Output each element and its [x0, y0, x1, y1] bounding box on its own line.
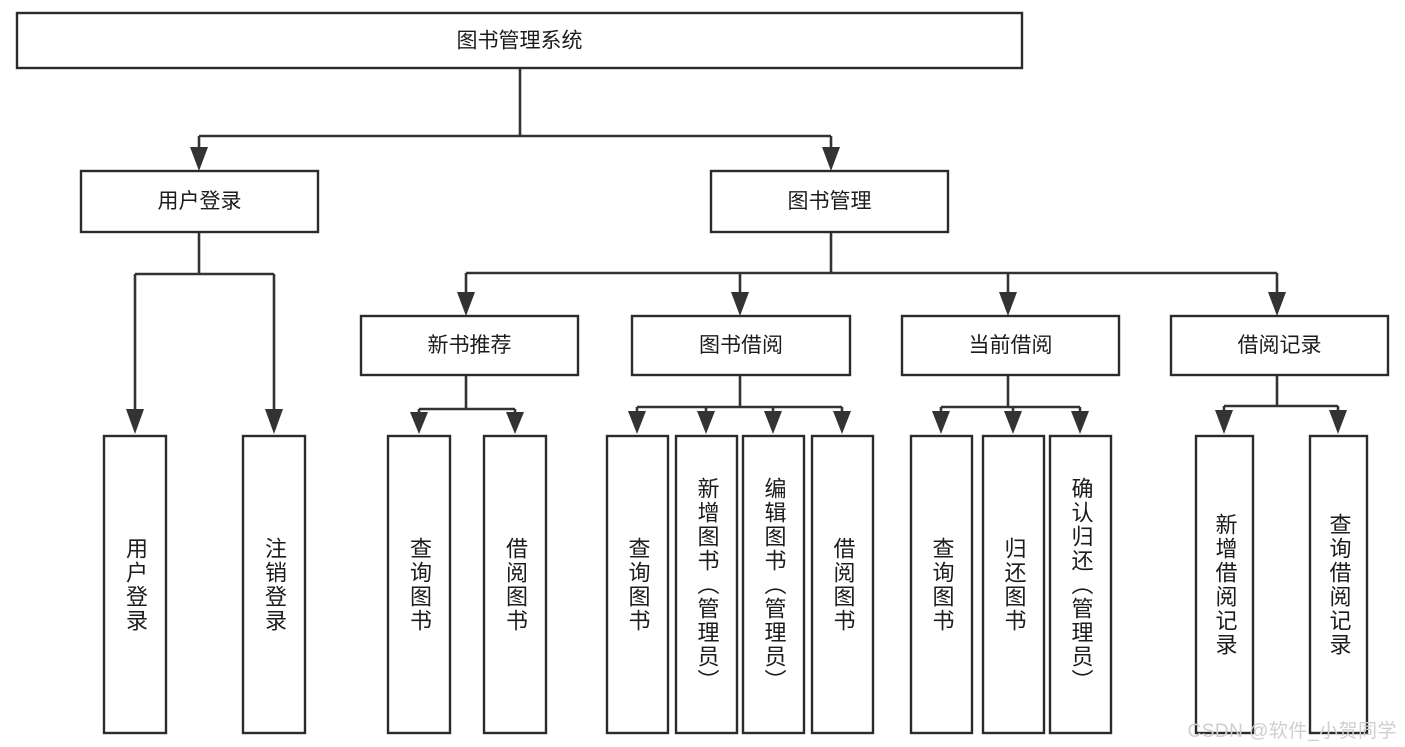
arrow-head-leaf-logout-login	[265, 409, 283, 434]
arrow-head-user-login	[190, 147, 208, 171]
node-user-login-label: 用户登录	[158, 190, 242, 213]
node-leaf-user-login-box[interactable]	[102, 434, 168, 735]
node-current-borrow-box[interactable]	[900, 314, 1121, 377]
arrow-head-leaf-add-borrow-record	[1215, 410, 1233, 434]
leaf-node-layer	[102, 434, 1369, 735]
node-book-management-box[interactable]	[709, 169, 950, 234]
node-root[interactable]: 图书管理系统	[15, 11, 1024, 70]
arrow-head-leaf-return-book	[1004, 411, 1022, 434]
arrow-head-book-borrow	[731, 292, 749, 316]
arrow-head-leaf-borrow-book-recommend	[506, 412, 524, 434]
node-borrow-records-label: 借阅记录	[1238, 334, 1322, 357]
node-book-management-label: 图书管理	[788, 190, 872, 213]
node-leaf-query-book-current-box[interactable]	[909, 434, 974, 735]
node-current-borrow-label: 当前借阅	[969, 334, 1053, 357]
node-borrow-records[interactable]: 借阅记录	[1169, 314, 1390, 377]
arrow-head-leaf-query-book-recommend	[410, 412, 428, 434]
node-leaf-logout-login-box[interactable]	[241, 434, 307, 735]
node-layer: 图书管理系统 用户登录 图书管理 新书推荐 图书借阅 当前	[15, 11, 1390, 735]
node-leaf-add-book-admin-box[interactable]	[674, 434, 739, 735]
node-user-login[interactable]: 用户登录	[79, 169, 320, 234]
node-user-login-box[interactable]	[79, 169, 320, 234]
node-leaf-edit-book-admin-box[interactable]	[741, 434, 806, 735]
node-leaf-query-book-recommend-box[interactable]	[386, 434, 452, 735]
node-borrow-records-box[interactable]	[1169, 314, 1390, 377]
node-leaf-borrow-book-box[interactable]	[810, 434, 875, 735]
connector-layer	[126, 68, 1347, 434]
node-book-borrow-box[interactable]	[630, 314, 852, 377]
node-current-borrow[interactable]: 当前借阅	[900, 314, 1121, 377]
arrow-head-book-management	[822, 147, 840, 171]
arrow-head-leaf-edit-book-admin	[764, 411, 782, 434]
node-leaf-return-book-box[interactable]	[981, 434, 1046, 735]
arrow-head-new-book-recommend	[457, 292, 475, 316]
node-leaf-query-borrow-record-box[interactable]	[1308, 434, 1369, 735]
node-book-borrow[interactable]: 图书借阅	[630, 314, 852, 377]
arrow-head-leaf-query-book-current	[932, 411, 950, 434]
csdn-watermark: CSDN @软件_小贺同学	[1187, 721, 1397, 742]
node-root-label: 图书管理系统	[457, 30, 583, 53]
node-leaf-add-borrow-record-box[interactable]	[1194, 434, 1255, 735]
arrow-head-leaf-borrow-book	[833, 411, 851, 434]
node-book-borrow-label: 图书借阅	[699, 334, 783, 357]
arrow-head-current-borrow	[999, 292, 1017, 316]
arrow-head-leaf-user-login	[126, 409, 144, 434]
node-leaf-confirm-return-admin-box[interactable]	[1048, 434, 1113, 735]
arrow-head-leaf-add-book-admin	[697, 411, 715, 434]
arrow-head-borrow-records	[1268, 292, 1286, 316]
arrow-head-leaf-query-book-borrow	[628, 411, 646, 434]
node-new-book-recommend-label: 新书推荐	[428, 334, 512, 357]
node-root-box[interactable]	[15, 11, 1024, 70]
node-book-management[interactable]: 图书管理	[709, 169, 950, 234]
arrow-head-leaf-confirm-return-admin	[1071, 411, 1089, 434]
node-leaf-borrow-book-recommend-box[interactable]	[482, 434, 548, 735]
arrow-head-leaf-query-borrow-record	[1329, 410, 1347, 434]
node-leaf-query-book-borrow-box[interactable]	[605, 434, 670, 735]
node-new-book-recommend[interactable]: 新书推荐	[359, 314, 580, 377]
node-new-book-recommend-box[interactable]	[359, 314, 580, 377]
